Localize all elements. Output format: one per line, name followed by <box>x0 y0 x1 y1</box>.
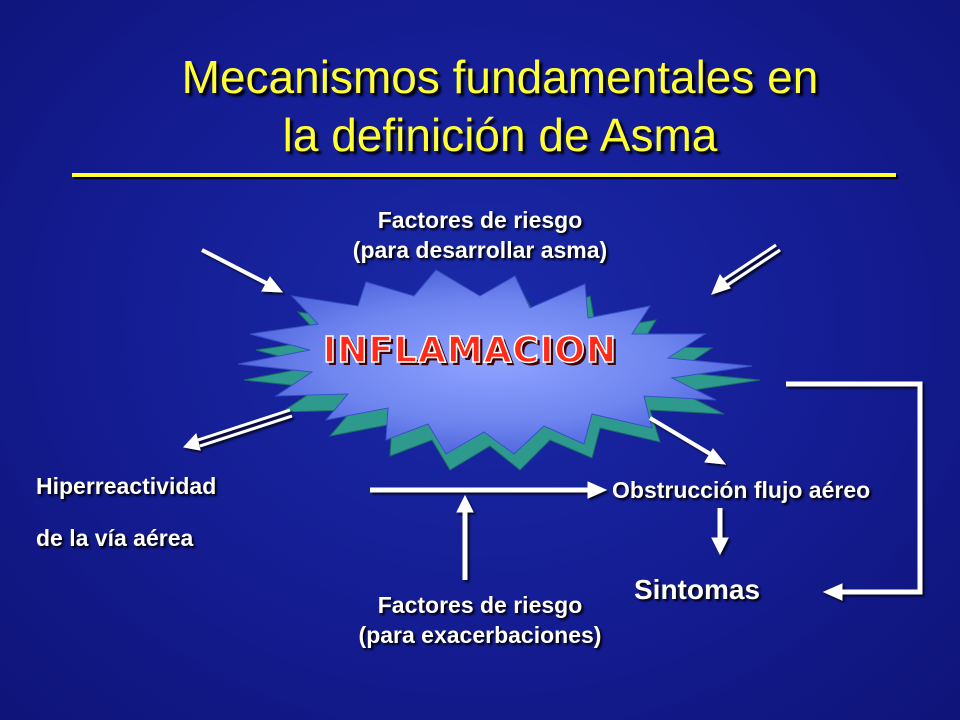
arrow-inflammation-to-hyperreactivity <box>183 408 293 451</box>
arrow-inflammation-to-obstruction <box>648 416 727 465</box>
risk-factors-development-line-2: (para desarrollar asma) <box>352 237 608 263</box>
inflammation-label: INFLAMACION <box>322 329 618 372</box>
burst-top <box>237 269 753 455</box>
risk-factors-exacerbation-line-1: Factores de riesgo <box>377 592 583 618</box>
hyperreactivity-line-2: de la vía aérea <box>36 525 194 551</box>
arrow-risk-to-inflammation-right <box>711 243 781 295</box>
airway-hyperreactivity: Hiperreactividad de la vía aérea <box>36 460 216 564</box>
title-underline <box>72 173 896 177</box>
arrow-hyperreactivity-to-obstruction <box>370 481 608 499</box>
symptoms: Sintomas <box>634 574 761 605</box>
hyperreactivity-line-1: Hiperreactividad <box>36 473 217 499</box>
title-line-1: Mecanismos fundamentales en <box>181 51 819 103</box>
risk-factors-exacerbation: Factores de riesgo (para exacerbaciones) <box>320 590 640 650</box>
arrow-inflammation-to-symptoms-loop <box>786 381 923 601</box>
arrow-exacerbation-factors-up <box>456 494 474 580</box>
inflammation-burst <box>237 269 761 471</box>
risk-factors-development-line-1: Factores de riesgo <box>377 207 583 233</box>
arrow-obstruction-to-symptoms <box>711 508 729 556</box>
risk-factors-exacerbation-line-2: (para exacerbaciones) <box>358 622 602 648</box>
airflow-obstruction: Obstrucción flujo aéreo <box>612 477 871 503</box>
title-line-2: la definición de Asma <box>282 109 718 161</box>
slide-title: Mecanismos fundamentales en la definició… <box>120 48 880 164</box>
risk-factors-development: Factores de riesgo (para desarrollar asm… <box>320 205 640 265</box>
arrow-risk-to-inflammation-left <box>201 248 284 293</box>
